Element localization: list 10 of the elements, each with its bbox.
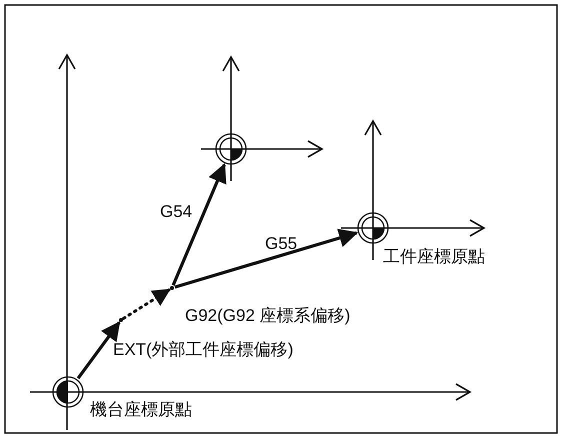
- arrow: [122, 288, 171, 320]
- edge-label: EXT(外部工件座標偏移): [113, 340, 294, 360]
- arrow: [76, 321, 120, 380]
- edge-label: G54: [160, 202, 192, 222]
- origin-label: 工件座標原點: [383, 247, 485, 267]
- arrow: [172, 163, 226, 286]
- arrow: [174, 228, 358, 289]
- origin-label: 機台座標原點: [90, 400, 192, 420]
- edge-label: G55: [265, 234, 298, 254]
- edge-label: G92(G92 座標系偏移): [185, 306, 350, 326]
